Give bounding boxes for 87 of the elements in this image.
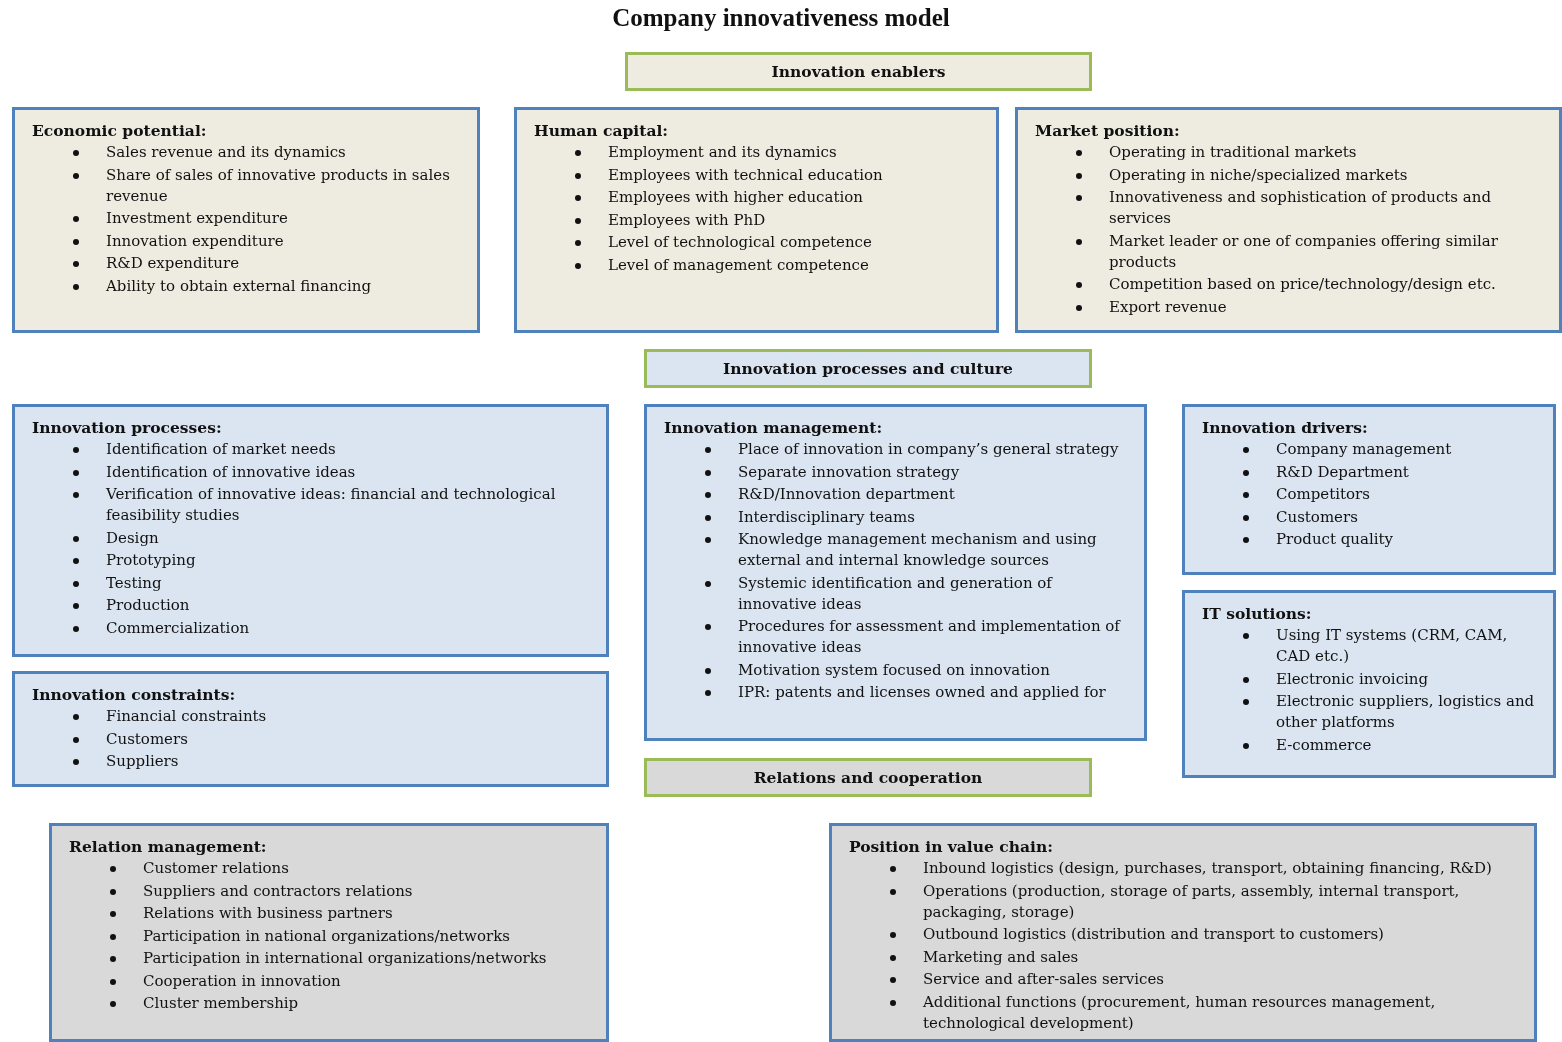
category-box <box>644 404 1147 741</box>
category-box <box>1182 404 1556 575</box>
diagram-title: Company innovativeness model <box>611 4 951 32</box>
bullet-item: Operations (production, storage of parts, assembly, internal transport, packaging, storage) <box>923 881 1460 921</box>
bullet-item: Systemic identification and generation of innovative ideas <box>738 573 1052 613</box>
section-band <box>644 758 1092 797</box>
section-heading: Relations and cooperation <box>753 768 983 787</box>
section-band <box>644 349 1092 388</box>
bullet-item: Suppliers and contractors relations <box>143 881 413 900</box>
bullet-item: Operating in traditional markets <box>1109 143 1357 161</box>
bullet-item: Share of sales of innovative products in sales revenue <box>106 165 450 205</box>
bullet-item: Electronic invoicing <box>1276 669 1429 688</box>
bullet-item: Testing <box>106 573 162 592</box>
bullet-item: Procedures for assessment and implementation of innovative ideas <box>738 617 1120 656</box>
bullet-item: Marketing and sales <box>923 947 1079 966</box>
bullet-item: Inbound logistics (design, purchases, transport, obtaining financing, R&D) <box>923 859 1492 877</box>
bullet-item: Operating in niche/specialized markets <box>1109 165 1408 184</box>
box-heading: Innovation drivers: <box>1202 417 1369 439</box>
bullet-item: Knowledge management mechanism and using external and internal knowledge sources <box>738 530 1097 569</box>
bullet-item: Company management <box>1276 440 1452 458</box>
bullet-item: Product quality <box>1276 530 1394 548</box>
box-heading: Economic potential: <box>32 120 208 142</box>
box-heading: Innovation constraints: <box>32 684 237 706</box>
bullet-item: Suppliers <box>106 752 179 770</box>
section-heading: Innovation enablers <box>771 62 946 81</box>
bullet-item: Level of technological competence <box>608 233 872 251</box>
section-heading: Innovation processes and culture <box>723 359 1013 378</box>
bullet-item: Customer relations <box>143 859 289 877</box>
category-box <box>829 823 1537 1042</box>
bullet-item: Identification of innovative ideas <box>106 462 356 481</box>
bullet-item: Using IT systems (CRM, CAM, CAD etc.) <box>1276 626 1508 665</box>
box-heading: Relation management: <box>69 836 268 858</box>
category-box <box>1015 107 1562 333</box>
bullet-item: Financial constraints <box>106 707 267 725</box>
bullet-item: Level of management competence <box>608 255 869 274</box>
bullet-item: Prototyping <box>106 551 196 569</box>
category-box <box>514 107 999 333</box>
bullet-item: Sales revenue and its dynamics <box>106 143 346 161</box>
box-heading: Position in value chain: <box>849 836 1054 858</box>
bullet-item: Outbound logistics (distribution and transport to customers) <box>923 925 1384 943</box>
box-heading: Human capital: <box>534 120 670 142</box>
bullet-item: Export revenue <box>1109 297 1227 316</box>
bullet-item: Innovation expenditure <box>106 231 284 250</box>
bullet-item: Motivation system focused on innovation <box>738 660 1050 679</box>
bullet-item: Place of innovation in company’s general strategy <box>738 440 1119 458</box>
category-box <box>12 107 480 333</box>
bullet-item: Investment expenditure <box>106 209 288 227</box>
bullet-item: Interdisciplinary teams <box>738 507 915 526</box>
bullet-item: R&D/Innovation department <box>738 485 955 503</box>
bullet-item: E-commerce <box>1276 735 1372 754</box>
bullet-item: Ability to obtain external financing <box>106 276 372 295</box>
bullet-item: Participation in international organizations/networks <box>143 949 547 967</box>
box-heading: Innovation management: <box>664 417 884 439</box>
category-box <box>1182 590 1556 778</box>
bullet-item: Employees with technical education <box>608 165 883 184</box>
bullet-item: Service and after-sales services <box>923 970 1165 988</box>
bullet-item: Competitors <box>1276 485 1370 503</box>
bullet-item: R&D Department <box>1276 462 1409 481</box>
bullet-item: Competition based on price/technology/design etc. <box>1109 275 1496 293</box>
bullet-item: Verification of innovative ideas: financial and technological feasibility studies <box>106 485 556 524</box>
bullet-item: Additional functions (procurement, human resources management, technological development) <box>923 992 1436 1032</box>
bullet-item: Customers <box>106 729 188 748</box>
bullet-item: Electronic suppliers, logistics and other platforms <box>1276 692 1535 731</box>
bullet-item: IPR: patents and licenses owned and applied for <box>738 683 1106 701</box>
category-box <box>12 404 609 657</box>
bullet-item: Employees with higher education <box>608 188 863 206</box>
box-heading: Innovation processes: <box>32 417 223 439</box>
section-band <box>625 52 1092 91</box>
box-heading: IT solutions: <box>1202 603 1313 625</box>
box-heading: Market position: <box>1035 120 1181 142</box>
bullet-item: Participation in national organizations/networks <box>143 926 510 945</box>
bullet-item: Cluster membership <box>143 994 299 1012</box>
bullet-item: Production <box>106 596 190 614</box>
bullet-item: R&D expenditure <box>106 254 240 272</box>
bullet-item: Identification of market needs <box>106 440 336 458</box>
bullet-item: Design <box>106 528 159 547</box>
bullet-item: Innovativeness and sophistication of products and services <box>1109 188 1491 227</box>
bullet-item: Employment and its dynamics <box>608 143 837 161</box>
bullet-item: Employees with PhD <box>608 210 766 229</box>
bullet-item: Relations with business partners <box>143 904 393 922</box>
bullet-item: Cooperation in innovation <box>143 971 341 990</box>
bullet-item: Customers <box>1276 507 1358 526</box>
bullet-item: Separate innovation strategy <box>738 462 960 481</box>
bullet-item: Market leader or one of companies offering similar products <box>1109 231 1498 271</box>
bullet-item: Commercialization <box>106 618 250 637</box>
category-box <box>49 823 609 1042</box>
category-box <box>12 671 609 787</box>
